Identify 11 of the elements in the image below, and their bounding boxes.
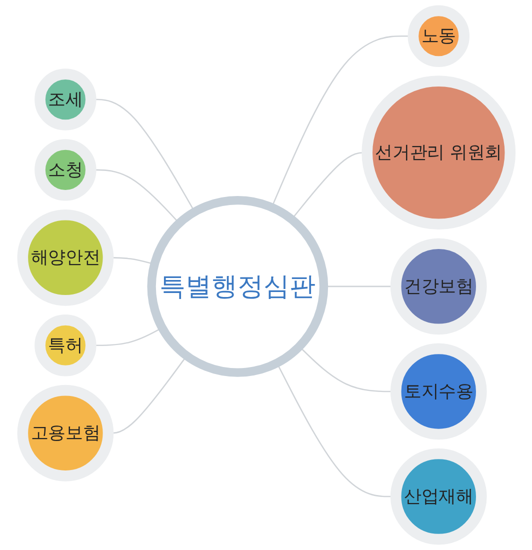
node-circle: 조세 <box>34 68 96 130</box>
node-circle: 노동 <box>407 5 470 67</box>
node-circle: 고용보험 <box>16 384 114 482</box>
node-circle: 특허 <box>34 314 96 376</box>
node-circle: 산업재해 <box>390 448 486 545</box>
node-circle: 해양안전 <box>16 209 114 306</box>
node-circle: 건강보험 <box>390 238 486 335</box>
node-circle: 특별행정심판 <box>146 196 328 377</box>
node-circle: 소청 <box>34 139 96 201</box>
node-circle: 선거관리 위원회 <box>361 76 516 230</box>
node-circle: 토지수용 <box>390 343 486 440</box>
